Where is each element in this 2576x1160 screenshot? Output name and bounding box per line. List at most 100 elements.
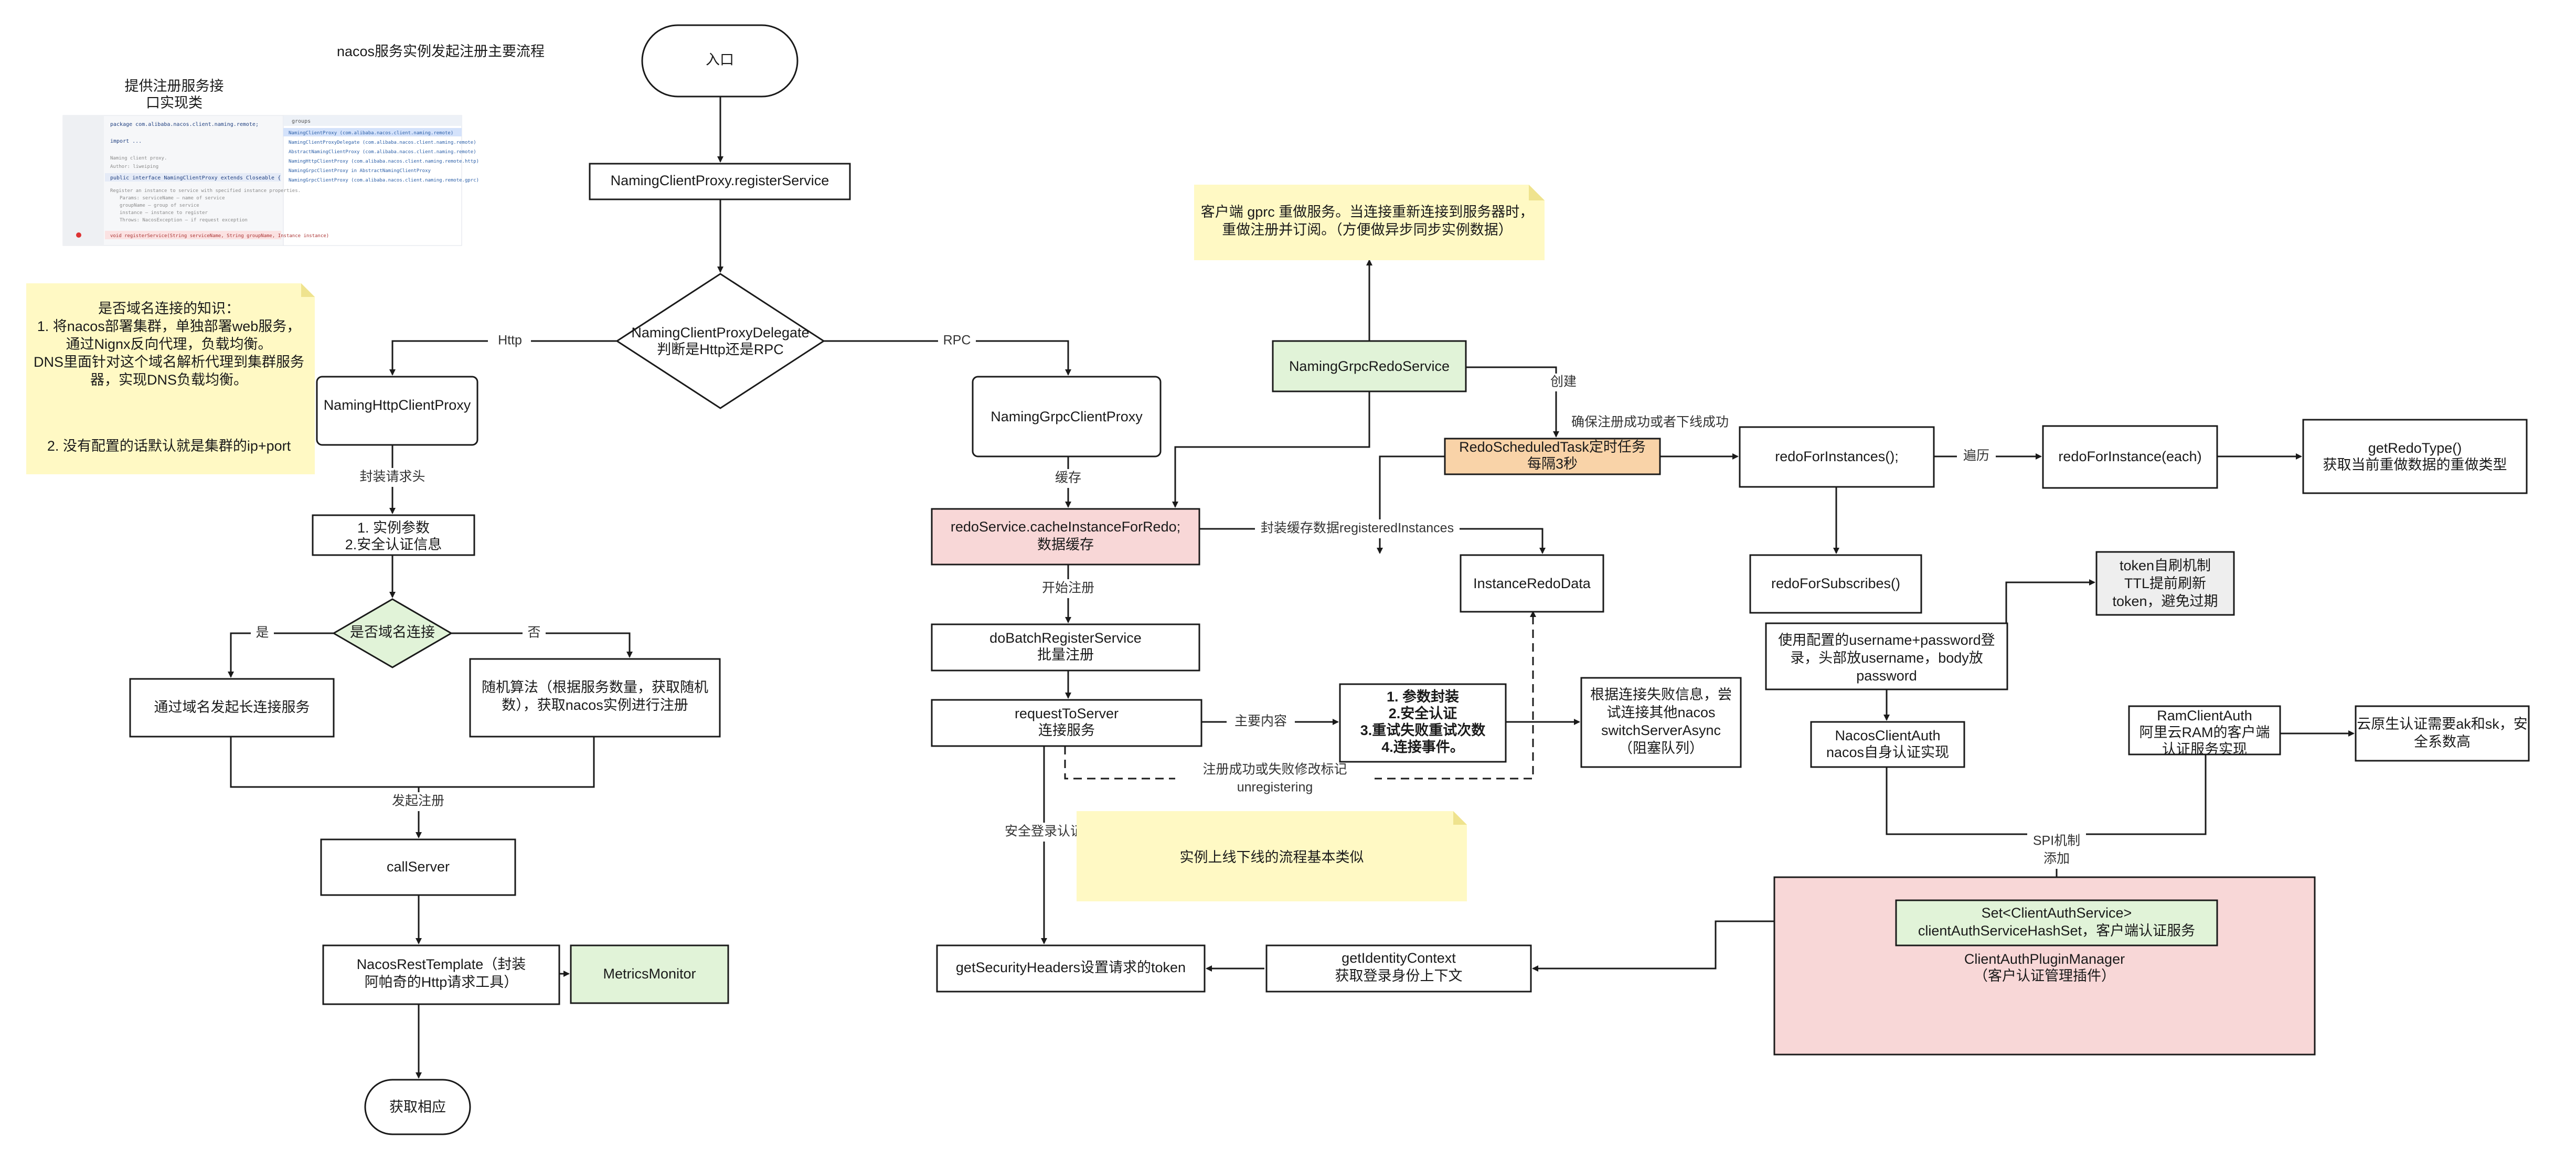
node-identity-context-line1: getIdentityContext [1342, 950, 1456, 966]
edge-label-create: 创建 [1550, 375, 1577, 389]
edge-label-spi-line2: 添加 [2043, 852, 2070, 866]
node-batch-register[interactable] [931, 623, 1200, 672]
node-grpc-redo-service[interactable] [1272, 340, 1467, 392]
node-call-server[interactable] [320, 838, 516, 896]
code-line-2: import ... [110, 139, 142, 144]
node-cloud-auth[interactable] [2355, 705, 2530, 762]
node-get-response[interactable] [364, 1079, 471, 1135]
node-register-service[interactable] [589, 163, 851, 200]
node-redo-for-instance[interactable] [2042, 425, 2218, 489]
edge-label-mark-line2: unregistering [1237, 780, 1313, 795]
node-random-algo[interactable] [469, 658, 721, 738]
node-start[interactable] [641, 24, 799, 98]
node-token-refresh-line3: token，避免过期 [2112, 593, 2218, 609]
edge-decision-yes [228, 632, 334, 678]
node-get-redo-type[interactable] [2302, 419, 2528, 494]
node-batch-register-line2: 批量注册 [1037, 647, 1094, 663]
diagram-title: nacos服务实例发起注册主要流程 [337, 44, 545, 59]
node-domain-conn[interactable] [129, 678, 335, 738]
node-domain-conn-label: 通过域名发起长连接服务 [154, 699, 310, 715]
code-line-3: Naming client proxy. [110, 156, 167, 161]
node-request-to-server[interactable] [931, 699, 1202, 747]
node-instance-redo-data[interactable] [1460, 554, 1604, 613]
edge-label-no: 否 [527, 625, 540, 640]
note-online-offline [1077, 811, 1467, 901]
node-grpc-redo-service-label: NamingGrpcRedoService [1289, 358, 1450, 374]
code-line-4: Author: liweiping [110, 164, 158, 169]
edge-label-wrap-header: 封装请求头 [359, 470, 425, 484]
node-security-headers[interactable] [936, 944, 1206, 993]
impl-item-1: NamingClientProxy (com.alibaba.nacos.cli… [289, 131, 453, 136]
edge-login-to-token [2005, 579, 2095, 654]
edge-redoservice-create [1466, 366, 1559, 438]
impl-item-5: NamingGrpcClientProxy in AbstractNamingC… [289, 168, 431, 174]
edge-label-main-content: 主要内容 [1234, 714, 1287, 729]
node-cache-redo-line2: 数据缓存 [1037, 537, 1094, 552]
node-main-content-line1: 1. 参数封装 [1387, 688, 1459, 705]
node-login-desc-line3: password [1856, 668, 1917, 684]
node-main-content[interactable] [1339, 683, 1507, 763]
node-rest-template-line2: 阿帕奇的Http请求工具） [365, 974, 518, 990]
node-nacos-client-auth[interactable] [1810, 721, 1965, 768]
node-ram-client-auth-line3: 认证服务实现 [2162, 741, 2247, 757]
edge-label-wrap-cache: 封装缓存数据registeredInstances [1261, 521, 1454, 536]
node-http-proxy-label: NamingHttpClientProxy [324, 397, 471, 413]
note-grpc-redo [1194, 185, 1545, 260]
note-grpc-redo-line1: 客户端 gprc 重做服务。当连接重新连接到服务器时， [1201, 204, 1534, 220]
edge-label-iterate: 遍历 [1963, 449, 1989, 463]
node-identity-context[interactable] [1265, 944, 1532, 993]
node-set-client-auth[interactable] [1895, 899, 2218, 946]
node-token-refresh[interactable] [2095, 551, 2235, 616]
node-metrics[interactable] [570, 944, 729, 1004]
note-impl-label-line2: 口实现类 [146, 95, 203, 111]
note-domain-line1: 是否域名连接的知识： [98, 301, 240, 316]
node-token-refresh-line2: TTL提前刷新 [2124, 576, 2206, 591]
note-domain-line4: DNS里面针对这个域名解析代理到集群服务 [34, 354, 304, 370]
note-domain-line5: 器，实现DNS负载均衡。 [90, 372, 248, 388]
node-params-line2: 2.安全认证信息 [345, 537, 442, 552]
edge-label-secure-login: 安全登录认证 [1005, 824, 1083, 839]
node-get-redo-type-line1: getRedoType() [2368, 440, 2462, 456]
node-ram-client-auth[interactable] [2128, 705, 2281, 755]
node-retry-desc-line1: 根据连接失败信息，尝 [1590, 687, 1732, 703]
node-cache-redo[interactable] [931, 508, 1200, 566]
node-identity-context-line2: 获取登录身份上下文 [1335, 968, 1463, 984]
edge-label-ensure: 确保注册成功或者下线成功 [1571, 415, 1729, 430]
edge-delegate-rpc [824, 340, 1071, 376]
node-random-algo-line1: 随机算法（根据服务数量，获取随机 [482, 679, 708, 695]
node-login-desc[interactable] [1765, 622, 2008, 690]
node-params[interactable] [312, 514, 475, 556]
note-domain-line3: 通过Nignx反向代理，负载均衡。 [66, 336, 272, 352]
node-redo-for-instances[interactable] [1739, 426, 1935, 488]
node-redo-task[interactable] [1444, 438, 1661, 475]
node-register-service-label: NamingClientProxy.registerService [611, 173, 829, 188]
edge-task-to-redodata [1377, 455, 1445, 554]
node-grpc-proxy[interactable] [972, 376, 1162, 457]
node-redo-for-instances-label: redoForInstances(); [1775, 449, 1899, 464]
node-request-to-server-line2: 连接服务 [1038, 722, 1095, 738]
node-get-response-label: 获取相应 [389, 1099, 446, 1115]
impl-item-2: NamingClientProxyDelegate (com.alibaba.n… [289, 140, 476, 145]
note-impl-label-line1: 提供注册服务接 [125, 78, 224, 94]
node-ram-client-auth-line2: 阿里云RAM的客户端 [2139, 725, 2270, 740]
node-start-label: 入口 [706, 52, 734, 68]
node-is-domain[interactable] [332, 598, 453, 668]
note-domain-line8: 2. 没有配置的话默认就是集群的ip+port [47, 438, 291, 454]
node-delegate[interactable] [615, 273, 825, 409]
impl-item-3: AbstractNamingClientProxy (com.alibaba.n… [289, 150, 476, 155]
node-rest-template-line1: NacosRestTemplate（封装 [357, 956, 526, 972]
note-online-offline-text: 实例上线下线的流程基本类似 [1180, 849, 1364, 865]
code-line-8: groupName – group of service [120, 203, 199, 208]
plugin-manager-line1: ClientAuthPluginManager [1964, 951, 2125, 967]
node-main-content-line3: 3.重试失败重试次数 [1360, 722, 1486, 738]
node-batch-register-line1: doBatchRegisterService [989, 630, 1142, 646]
code-line-9: instance – instance to register [120, 210, 208, 216]
node-retry-desc[interactable] [1580, 677, 1742, 768]
node-random-algo-line2: 数），获取nacos实例进行注册 [502, 697, 688, 713]
node-http-proxy[interactable] [316, 376, 478, 446]
note-grpc-redo-line2: 重做注册并订阅。（方便做异步同步实例数据） [1222, 222, 1513, 238]
node-redo-for-subscribes[interactable] [1749, 554, 1922, 614]
node-nacos-client-auth-line1: NacosClientAuth [1835, 728, 1940, 743]
node-rest-template[interactable] [322, 944, 560, 1005]
text-layer: nacos服务实例发起注册主要流程 提供注册服务接 口实现类 是否域名连接的知识… [34, 44, 2528, 1115]
